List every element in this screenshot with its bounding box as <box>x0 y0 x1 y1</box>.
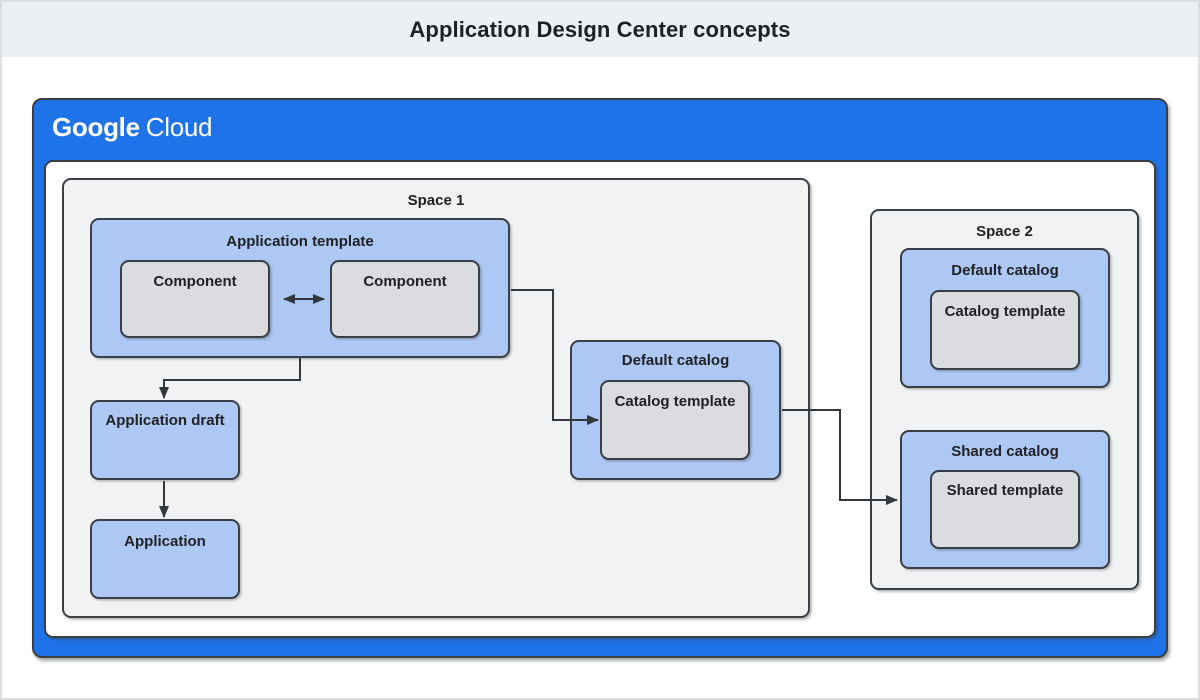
cloud-logo-text: Cloud <box>145 112 213 142</box>
component-node-right: Component <box>330 260 480 338</box>
shared-template-label: Shared template <box>946 482 1064 499</box>
google-logo-text: Google <box>52 112 140 142</box>
component-right-label: Component <box>363 273 447 290</box>
component-left-label: Component <box>153 273 237 290</box>
catalog-template-node-space1: Catalog template <box>600 380 750 460</box>
catalog-template-node-space2: Catalog template <box>930 290 1080 370</box>
component-node-left: Component <box>120 260 270 338</box>
catalog-template-space1-label: Catalog template <box>614 393 736 410</box>
page-title: Application Design Center concepts <box>409 16 791 42</box>
application-draft-label: Application draft <box>105 412 225 429</box>
application-node: Application <box>90 519 240 599</box>
catalog-template-space2-label: Catalog template <box>944 303 1066 320</box>
default-catalog-space2-label: Default catalog <box>951 262 1059 279</box>
application-label: Application <box>124 533 206 550</box>
title-bar: Application Design Center concepts <box>2 2 1198 57</box>
space-1-label: Space 1 <box>407 192 465 209</box>
shared-catalog-label: Shared catalog <box>951 443 1059 460</box>
shared-template-node: Shared template <box>930 470 1080 549</box>
space-2-label: Space 2 <box>976 223 1033 240</box>
application-template-label: Application template <box>226 233 374 250</box>
default-catalog-space1-label: Default catalog <box>621 352 730 369</box>
application-draft-node: Application draft <box>90 400 240 480</box>
